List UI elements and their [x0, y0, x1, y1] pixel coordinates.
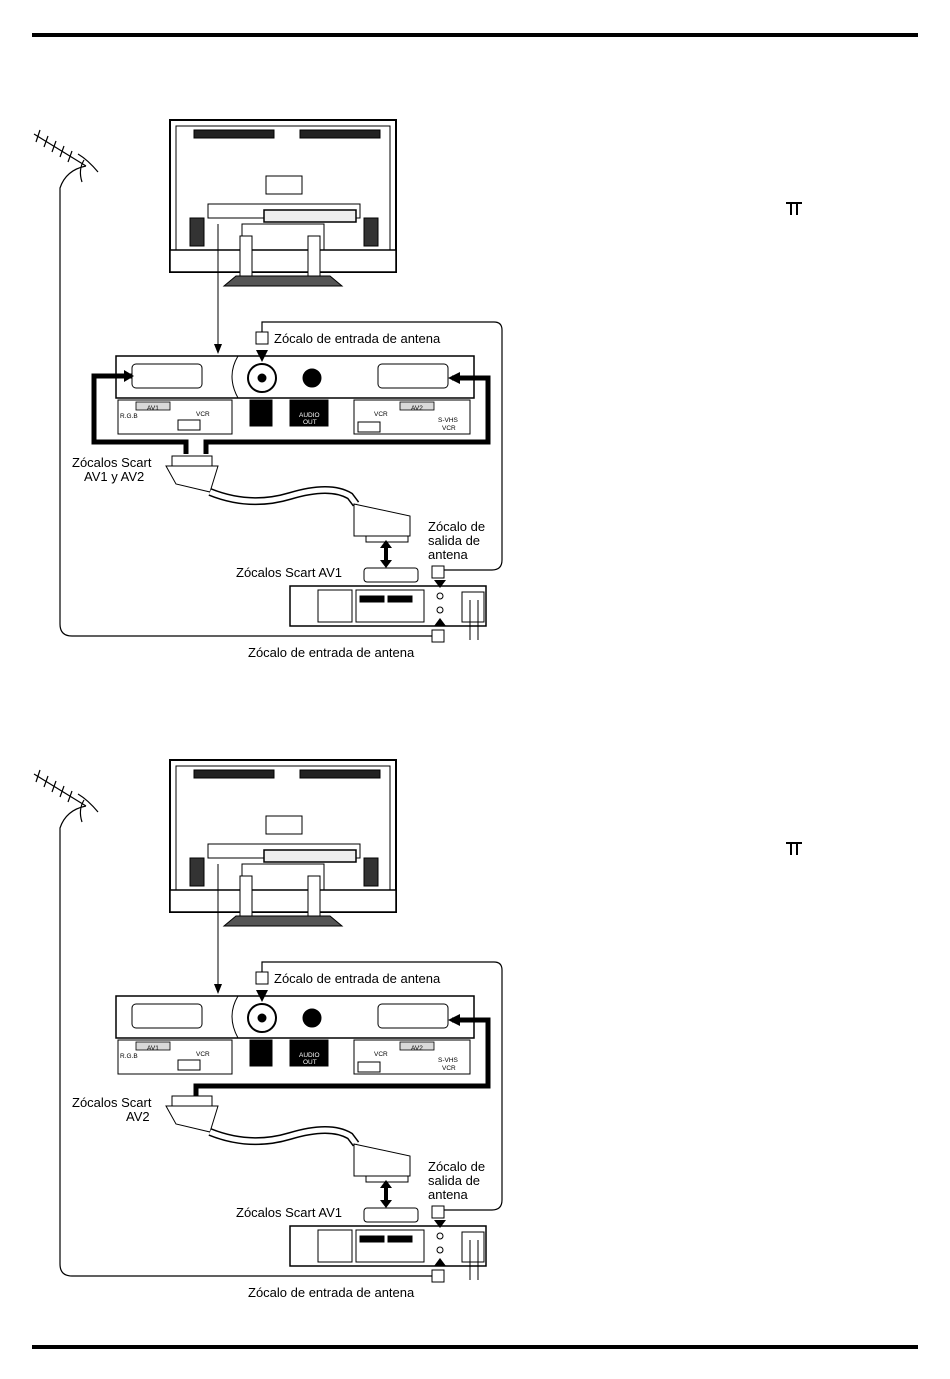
vcr-illustration [289, 567, 487, 640]
antenna-output-label-line3: antena [428, 547, 468, 562]
scart-av2-label-line1: Zócalos Scart [72, 1095, 152, 1110]
svhs-vcr-label: VCR [442, 425, 456, 432]
av1-panel-label: AV1 [147, 405, 159, 412]
antenna-icon [33, 129, 432, 637]
vcr-label-right: VCR [374, 411, 388, 418]
tv-connector-panel [115, 355, 475, 435]
rgb-label: R.G.B [120, 1053, 138, 1060]
scart-av1-av2-label-line1: Zócalos Scart [72, 455, 152, 470]
antenna-output-label-line1: Zócalo de [428, 519, 486, 534]
antenna-output-label-line2: salida de [428, 533, 481, 548]
double-arrow-icon [380, 540, 392, 568]
antenna-output-label-line1: Zócalo de [428, 1159, 486, 1174]
svhs-label: S-VHS [438, 417, 458, 424]
antenna-input-label: Zócalo de entrada de antena [274, 331, 441, 346]
tv-rear-illustration [169, 119, 397, 287]
bottom-rule [32, 1345, 918, 1349]
connection-diagram-av1-av2: Zócalo de entrada de antena Zócalos Scar… [0, 100, 950, 660]
scart-cable-lines [91, 373, 491, 454]
av1-panel-label: AV1 [147, 1045, 159, 1052]
diagram-drawing [33, 119, 503, 643]
antenna-socket-symbol-icon [786, 842, 802, 855]
tv-connector-panel [115, 995, 475, 1075]
rgb-label: R.G.B [120, 413, 138, 420]
scart-av2-label-line2: AV2 [126, 1109, 150, 1124]
antenna-output-label-line3: antena [428, 1187, 468, 1202]
audio-label: AUDIO [299, 1052, 320, 1059]
antenna-output-label-line2: salida de [428, 1173, 481, 1188]
svhs-vcr-label: VCR [442, 1065, 456, 1072]
av2-panel-label: AV2 [411, 405, 423, 412]
scart-cable [165, 1095, 411, 1183]
antenna-input-label: Zócalo de entrada de antena [274, 971, 441, 986]
antenna-icon [33, 769, 432, 1277]
vcr-antenna-input-label: Zócalo de entrada de antena [248, 645, 415, 660]
av2-panel-label: AV2 [411, 1045, 423, 1052]
vcr-scart-av1-label: Zócalos Scart AV1 [236, 1205, 342, 1220]
vcr-illustration [289, 1207, 487, 1280]
vcr-label-left: VCR [196, 1051, 210, 1058]
diagram-drawing [33, 759, 503, 1283]
vcr-antenna-input-label: Zócalo de entrada de antena [248, 1285, 415, 1300]
scart-cable [165, 455, 411, 543]
vcr-label-right: VCR [374, 1051, 388, 1058]
scart-av1-av2-label-line2: AV1 y AV2 [84, 469, 145, 484]
scart-cable-lines [193, 1017, 491, 1096]
tv-rear-illustration [169, 759, 397, 927]
antenna-socket-symbol-icon [786, 202, 802, 215]
audio-label: AUDIO [299, 412, 320, 419]
out-label: OUT [303, 1059, 317, 1066]
connection-diagram-av2: Zócalo de entrada de antena Zócalos Scar… [0, 740, 950, 1300]
out-label: OUT [303, 419, 317, 426]
svhs-label: S-VHS [438, 1057, 458, 1064]
double-arrow-icon [380, 1180, 392, 1208]
vcr-scart-av1-label: Zócalos Scart AV1 [236, 565, 342, 580]
vcr-label-left: VCR [196, 411, 210, 418]
top-rule [32, 33, 918, 37]
